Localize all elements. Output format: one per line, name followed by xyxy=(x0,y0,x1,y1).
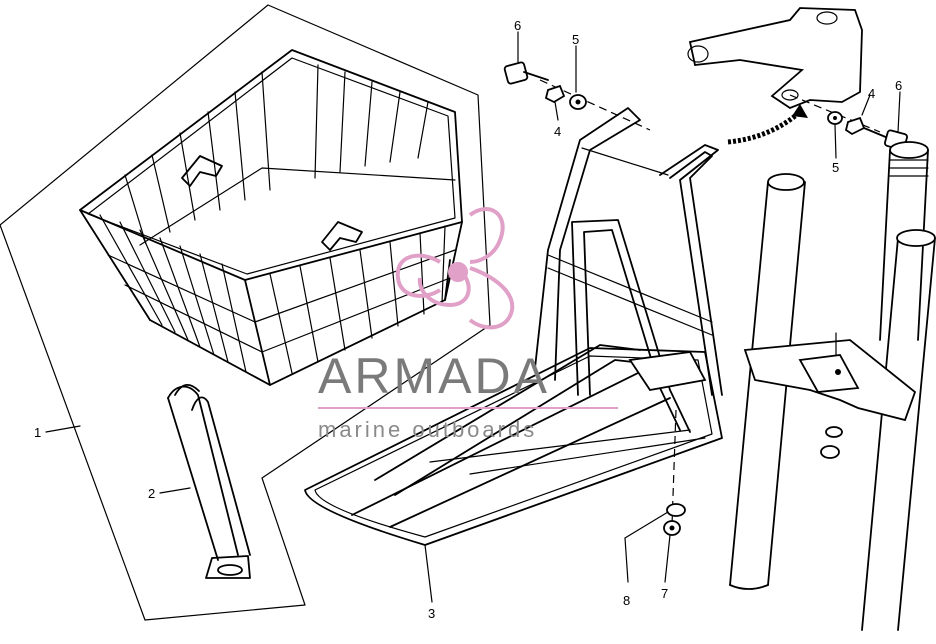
upper-bracket xyxy=(687,7,863,110)
callout-5-left: 5 xyxy=(572,32,579,47)
propeller-logo xyxy=(395,207,515,330)
wire-basket xyxy=(79,49,463,386)
callout-6-left: 6 xyxy=(514,18,521,33)
carrier-rack xyxy=(304,107,723,546)
assembly-arrow xyxy=(727,104,808,145)
leader-lines xyxy=(45,31,901,603)
callout-3: 3 xyxy=(428,606,435,621)
callout-8: 8 xyxy=(623,593,630,608)
callout-4-left: 4 xyxy=(554,124,561,139)
callout-labels: 1 2 3 4 4 5 5 6 6 7 8 xyxy=(34,18,902,621)
watermark-subtitle: marine outboards xyxy=(318,417,537,442)
basket-group-outline xyxy=(0,4,491,621)
callout-7: 7 xyxy=(661,586,668,601)
armada-watermark: ARMADA marine outboards xyxy=(318,207,618,442)
callout-4-right: 4 xyxy=(868,86,875,101)
callout-1: 1 xyxy=(34,425,41,440)
mounting-strap xyxy=(167,384,251,579)
hardware-lower xyxy=(663,503,686,536)
callout-6-right: 6 xyxy=(895,78,902,93)
fork-tubes xyxy=(729,141,936,631)
callout-5-right: 5 xyxy=(832,160,839,175)
watermark-title: ARMADA xyxy=(318,348,550,404)
hardware-left xyxy=(503,61,587,110)
dashed-guide-right xyxy=(789,94,881,133)
callout-2: 2 xyxy=(148,486,155,501)
